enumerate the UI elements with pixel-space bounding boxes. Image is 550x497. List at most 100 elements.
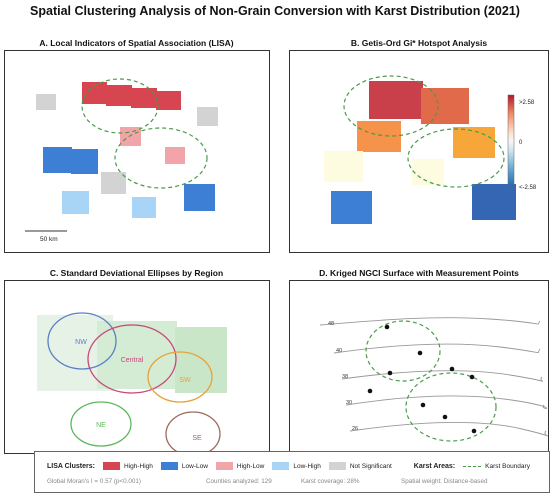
stat-karst-coverage: Karst coverage: 28% (301, 478, 360, 485)
legend-swatch-high-low (215, 462, 233, 470)
lisa-cell-hl-1 (120, 127, 141, 146)
karst-boundary-a1 (81, 78, 159, 134)
legend-label-high-high: High-High (123, 462, 153, 470)
contour-label-26: 26 (352, 426, 358, 432)
hotspot-cell-2 (421, 88, 469, 124)
legend-swatch-not-significant (328, 462, 346, 470)
colorbar-tick-low: <-2.58 (519, 185, 537, 191)
contour-line-38 (341, 370, 543, 382)
panel-c: NW Central SW NE SE (4, 280, 270, 457)
legend-karst-heading: Karst Areas: (413, 462, 456, 470)
measurement-point (471, 428, 477, 434)
lisa-cell-hh-3 (131, 88, 157, 108)
legend-label-karst-boundary: Karst Boundary (485, 462, 530, 470)
legend-item-high-low: High-Low (215, 462, 265, 470)
colorbar-tick-high: >2.58 (519, 100, 535, 106)
lisa-cell-lh-1 (62, 191, 89, 214)
sde-ellipse-central (87, 324, 177, 394)
contour-line-40 (333, 343, 541, 354)
panel-c-title: C. Standard Deviational Ellipses by Regi… (49, 268, 224, 278)
region-label-central: Central (121, 357, 144, 364)
lisa-cell-ns-2 (197, 107, 218, 126)
panel-a-title: A. Local Indicators of Spatial Associati… (39, 38, 234, 48)
lisa-cell-ns-3 (101, 172, 126, 194)
hotspot-cell-5 (324, 151, 363, 182)
lisa-cell-ll-3 (184, 184, 215, 211)
hotspot-cell-4 (453, 127, 495, 158)
stat-counties: Counties analyzed: 129 (206, 478, 272, 485)
sde-ellipse-ne (70, 401, 132, 447)
legend-item-low-low: Low-Low (160, 462, 208, 470)
colorbar-tick-zero: 0 (519, 140, 523, 146)
karst-boundary-d2 (405, 372, 497, 442)
coldspot-cell-1 (331, 191, 372, 224)
legend-row: LISA Clusters: High-High Low-Low High-Lo… (47, 460, 538, 472)
panel-a-map: 50 km (25, 78, 218, 243)
hotspot-cell-1 (369, 81, 423, 119)
measurement-point (367, 388, 373, 394)
stat-morans-i: Global Moran's I = 0.57 (p<0.001) (47, 478, 141, 485)
legend-item-karst-boundary: Karst Boundary (463, 463, 530, 470)
karst-boundary-b2 (407, 128, 505, 188)
contour-label-48: 48 (328, 321, 334, 327)
legend-label-low-high: Low-High (293, 462, 321, 470)
panel-d-title: D. Kriged NGCI Surface with Measurement … (319, 268, 519, 278)
measurement-point (387, 370, 393, 376)
stat-spatial-weight: Spatial weight: Distance-based (401, 478, 488, 485)
scale-label: 50 km (40, 236, 58, 243)
main-title: Spatial Clustering Analysis of Non-Grain… (30, 4, 520, 18)
lisa-cell-lh-2 (132, 197, 156, 218)
region-label-ne: NE (96, 422, 106, 429)
legend-karst-dash (463, 465, 482, 467)
sde-ellipse-se (165, 411, 221, 457)
panel-d: 48 40 38 30 26 (289, 280, 549, 454)
measurement-point (417, 350, 423, 356)
legend-item-high-high: High-High (102, 462, 153, 470)
contour-label-30: 30 (346, 400, 352, 406)
contour-label-38: 38 (342, 374, 348, 380)
legend-item-low-high: Low-High (272, 462, 321, 470)
lisa-cell-ns-1 (36, 94, 56, 110)
lisa-cell-hh-1 (82, 82, 107, 104)
lisa-cell-hh-2 (106, 85, 132, 106)
panel-a: 50 km (4, 50, 270, 253)
legend-swatch-low-high (272, 462, 290, 470)
measurement-point (469, 374, 475, 380)
legend-label-high-low: High-Low (236, 462, 265, 470)
panel-b-title: B. Getis-Ord Gi* Hotspot Analysis (350, 38, 488, 48)
legend-label-low-low: Low-Low (181, 462, 208, 470)
sde-ellipse-nw (47, 312, 117, 370)
contour-line-26 (349, 421, 548, 437)
region-label-sw: SW (179, 377, 191, 384)
measurement-point (384, 324, 390, 330)
contour-line-48 (319, 317, 541, 326)
legend-label-not-significant: Not Significant (349, 462, 392, 470)
region-label-se: SE (192, 435, 202, 442)
karst-boundary-d1 (365, 320, 441, 382)
panel-b-map: >2.58 0 <-2.58 (324, 75, 537, 224)
hotspot-cell-6 (412, 159, 444, 185)
lisa-cell-hl-2 (165, 147, 185, 164)
panel-b: >2.58 0 <-2.58 (289, 50, 549, 253)
measurement-point (442, 414, 448, 420)
legend-lisa-heading: LISA Clusters: (47, 462, 95, 470)
measurement-point (420, 402, 426, 408)
contour-line-30 (345, 395, 548, 409)
region-label-nw: NW (75, 339, 87, 346)
measurement-point (449, 366, 455, 372)
legend-swatch-low-low (160, 462, 178, 470)
coldspot-cell-2 (472, 184, 516, 220)
legend-item-not-significant: Not Significant (328, 462, 392, 470)
region-block-sw (175, 327, 227, 393)
panel-d-map: 48 40 38 30 26 (319, 317, 548, 442)
panel-c-map: NW Central SW NE SE (37, 312, 227, 457)
karst-boundary-b1 (343, 75, 439, 137)
legend: LISA Clusters: High-High Low-Low High-Lo… (34, 451, 550, 493)
sde-ellipse-sw (147, 351, 213, 403)
lisa-cell-hh-4 (156, 91, 181, 110)
legend-swatch-high-high (102, 462, 120, 470)
karst-boundary-a2 (114, 127, 208, 189)
contour-label-40: 40 (336, 348, 342, 354)
gi-colorbar (507, 94, 515, 188)
lisa-cell-ll-1 (43, 147, 72, 173)
